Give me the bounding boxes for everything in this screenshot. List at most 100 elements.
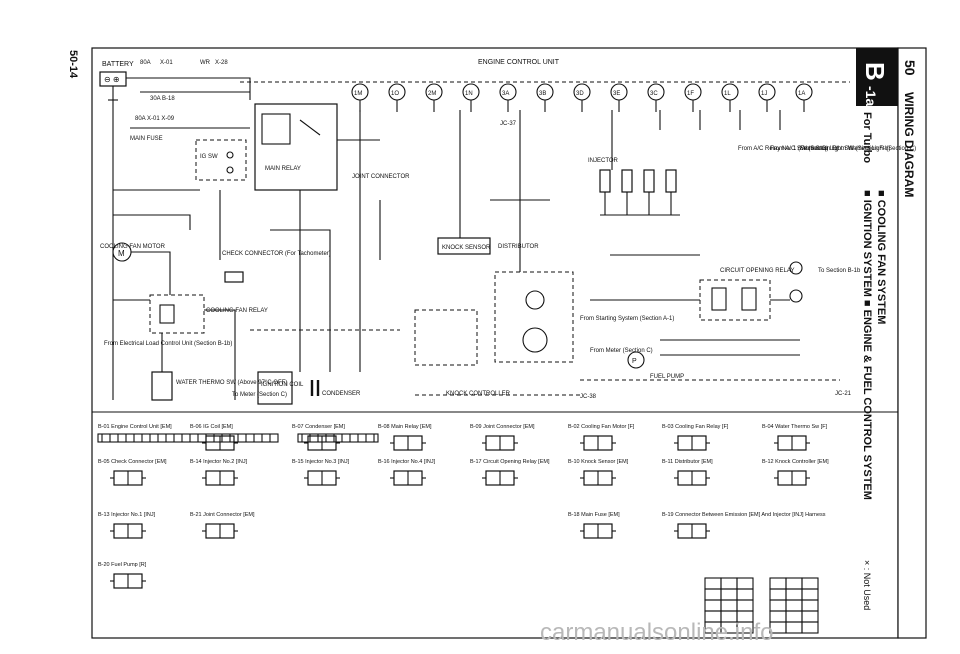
ecu-terminal-label: 3C	[650, 91, 658, 97]
connector-callout: B-09 Joint Connector [EM]	[470, 424, 535, 451]
check-connector: CHECK CONNECTOR (For Tachometer)	[222, 251, 331, 283]
harness-grid	[704, 577, 819, 634]
injector	[599, 169, 611, 215]
ecu-terminal-label: 3B	[539, 91, 546, 97]
connector-callout: B-12 Knock Controller [EM]	[762, 459, 829, 486]
svg-text:30A B-18: 30A B-18	[150, 96, 175, 102]
battery-block: BATTERY ⊖ ⊕	[99, 61, 134, 101]
ecu-terminal: 3C	[647, 83, 665, 112]
connector-title: B-19 Connector Between Emission [EM] And…	[662, 512, 826, 518]
connector-callout: B-04 Water Thermo Sw [F]	[762, 424, 828, 451]
section-title: WIRING DIAGRAM	[902, 92, 916, 197]
ecu-terminal-label: 1F	[687, 91, 694, 97]
ecu-terminal: 1L	[721, 83, 739, 112]
injector-group	[599, 169, 680, 216]
ecu-terminal: 3A	[499, 83, 517, 112]
circuit-opening-relay: CIRCUIT OPENING RELAY	[699, 268, 794, 321]
connector-callout: B-21 Joint Connector [EM]	[190, 512, 255, 539]
jc37-label: JC-37	[500, 121, 517, 127]
connector-callout: B-01 Engine Control Unit [EM]	[97, 424, 379, 443]
cooling-fan-relay: COOLING FAN RELAY	[149, 294, 268, 334]
connector-callout: B-14 Injector No.2 [INJ]	[190, 459, 248, 486]
connector-title: B-16 Injector No.4 [INJ]	[378, 459, 436, 465]
connector-title: B-11 Distributor [EM]	[662, 459, 713, 465]
x01-label: X-01	[160, 60, 173, 66]
connector-title: B-10 Knock Sensor [EM]	[568, 459, 629, 465]
fuse-80a-label: 80A	[140, 60, 151, 66]
connector-title: B-13 Injector No.1 [INJ]	[98, 512, 156, 518]
connector-callout: B-20 Fuel Pump [R]	[98, 562, 147, 589]
jc21-label: JC-21	[835, 391, 852, 397]
connector-title: B-05 Check Connector [EM]	[98, 459, 167, 465]
from-stop-light-label: From Stop Light SW (Section F-b)	[800, 146, 890, 152]
connector-title: B-07 Condenser [EM]	[292, 424, 345, 430]
ecu-terminal-label: 3E	[613, 91, 620, 97]
fuel-pump: P FUEL PUMP	[627, 351, 684, 380]
ecu-terminal: 1O	[388, 83, 406, 112]
injector-label: INJECTOR	[588, 158, 619, 164]
connector-title: B-06 IG Coil [EM]	[190, 424, 233, 430]
ecu-terminal-label: 3D	[576, 91, 584, 97]
ecu-terminal-label: 1A	[798, 91, 805, 97]
ecu-terminal: 2M	[425, 83, 443, 112]
svg-text:80A X-01 X-09: 80A X-01 X-09	[135, 116, 175, 122]
svg-text:M: M	[118, 249, 125, 258]
connector-callout: B-11 Distributor [EM]	[662, 459, 713, 486]
connector-callout: B-03 Cooling Fan Relay [F]	[662, 424, 729, 451]
connector-callout: B-07 Condenser [EM]	[292, 424, 345, 451]
section-code-box	[856, 48, 898, 106]
connector-title: B-12 Knock Controller [EM]	[762, 459, 829, 465]
joint-connector-label: JOINT CONNECTOR	[352, 174, 410, 180]
not-used-note: × : Not Used	[862, 560, 872, 610]
ignition-coil: IGNITION COIL	[257, 371, 304, 405]
ecu-label: ENGINE CONTROL UNIT	[478, 59, 560, 66]
ecu-terminal: 1J	[758, 83, 776, 112]
ig-switch: IG SW	[195, 139, 247, 181]
connector-callout: B-16 Injector No.4 [INJ]	[378, 459, 436, 486]
knock-sensor: KNOCK SENSOR	[437, 237, 491, 255]
connector-title: B-03 Cooling Fan Relay [F]	[662, 424, 729, 430]
ignition-coil-label: IGNITION COIL	[261, 382, 304, 388]
from-electrical-load-label: From Electrical Load Control Unit (Secti…	[104, 341, 232, 347]
connector-title: B-08 Main Relay [EM]	[378, 424, 432, 430]
from-ac2-label: From A/C SW (Section G)	[770, 146, 839, 152]
to-section-label: To Section B-1b	[818, 268, 861, 274]
injector	[665, 169, 677, 215]
connector-title: B-20 Fuel Pump [R]	[98, 562, 147, 568]
knock-controller-label: KNOCK CONTROLLER	[446, 391, 511, 397]
from-ac-label: From A/C Relay No. 1 (Section G)	[738, 146, 828, 152]
ecu-terminal-label: 3A	[502, 91, 509, 97]
from-meter-label: From Meter (Section C)	[590, 348, 653, 354]
injector	[643, 169, 655, 215]
connector-title: B-09 Joint Connector [EM]	[470, 424, 535, 430]
connector-callout: B-13 Injector No.1 [INJ]	[98, 512, 156, 539]
main-relay-label: MAIN RELAY	[265, 166, 301, 172]
ecu-terminal-label: 1N	[465, 91, 473, 97]
connector-title: B-17 Circuit Opening Relay [EM]	[470, 459, 550, 465]
from-starting-label: From Starting System (Section A-1)	[580, 316, 674, 322]
distributor-label: DISTRIBUTOR	[498, 244, 539, 250]
connector-panel: B-01 Engine Control Unit [EM] B-05 Check …	[97, 424, 829, 634]
watermark: carmanualsonline.info	[540, 619, 773, 646]
ecu-terminal: 3E	[610, 83, 628, 112]
injector	[621, 169, 633, 215]
ecu-terminal: 3B	[536, 83, 554, 112]
connector-callout: B-06 IG Coil [EM]	[190, 424, 238, 451]
condenser-label: CONDENSER	[322, 391, 361, 397]
page-number: 50-14	[67, 50, 79, 79]
circuit-opening-relay-label: CIRCUIT OPENING RELAY	[720, 268, 794, 274]
for-turbo-label: For Turbo	[861, 112, 873, 163]
svg-text:⊖ ⊕: ⊖ ⊕	[104, 75, 120, 84]
ecu-terminal-label: 1L	[724, 91, 731, 97]
connector-title: B-15 Injector No.3 [INJ]	[292, 459, 350, 465]
section-code-sub: -1a	[863, 86, 879, 106]
connector-title: B-02 Cooling Fan Motor [F]	[568, 424, 635, 430]
to-meter-label: To Meter (Section C)	[232, 392, 287, 398]
connector-title: B-04 Water Thermo Sw [F]	[762, 424, 828, 430]
section-number: 50	[902, 60, 918, 76]
connector-title: B-14 Injector No.2 [INJ]	[190, 459, 248, 465]
condenser: CONDENSER	[310, 380, 361, 397]
